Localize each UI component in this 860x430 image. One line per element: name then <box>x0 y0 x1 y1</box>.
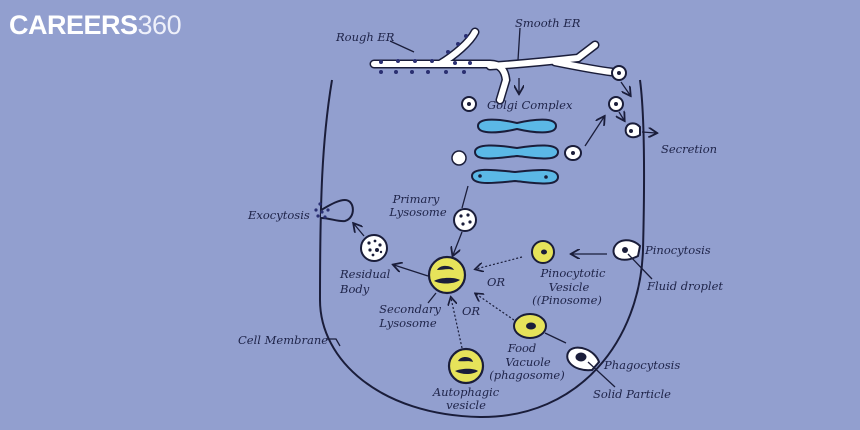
cell-membrane-pointer <box>326 338 341 347</box>
secondary-to-residual-arrow <box>394 265 429 277</box>
label-residual-body-line2: Body <box>340 282 370 296</box>
pinocytosis-invagination <box>612 239 642 261</box>
arrow-golgi-to-secretory <box>584 117 604 147</box>
secretory-vesicle <box>608 96 624 112</box>
golgi-to-primary-line <box>461 185 469 209</box>
label-pinocytotic-line3: ((Pinosome) <box>532 293 602 307</box>
label-or-lower: OR <box>462 304 481 318</box>
residual-body <box>360 234 388 262</box>
logo-brand-number: 360 <box>137 10 182 40</box>
label-cell-membrane: Cell Membrane <box>238 333 329 347</box>
label-autophagic-line1: Autophagic <box>432 385 500 399</box>
cell-membrane <box>318 79 645 419</box>
exocytosis-bulge <box>320 198 354 223</box>
golgi-dot <box>544 175 548 179</box>
autophagic-to-secondary-arrow <box>451 298 463 349</box>
arrow-to-membrane <box>619 112 624 120</box>
label-golgi-complex: Golgi Complex <box>487 98 573 112</box>
label-solid-particle: Solid Particle <box>593 387 671 401</box>
secretion-arrow <box>641 132 656 133</box>
logo-brand-text: CAREERS <box>9 10 138 40</box>
label-secretion: Secretion <box>661 142 718 156</box>
secretion-vesicle <box>624 122 641 139</box>
er-vesicle-right <box>611 65 627 81</box>
golgi-dot <box>478 174 482 178</box>
er-vesicle-left <box>461 96 477 112</box>
secondary-pointer <box>427 292 437 304</box>
careers360-logo: CAREERS360 <box>9 10 182 41</box>
food-vacuole-to-secondary-arrow <box>476 294 515 321</box>
food-vacuole <box>513 313 547 339</box>
phagocytosis-invagination <box>566 346 601 372</box>
exocytosis-particles <box>314 202 330 219</box>
golgi-vesicle-empty <box>451 150 467 166</box>
label-primary-lysosome-line2: Lysosome <box>389 205 447 219</box>
label-secondary-lysosome-line1: Secondary <box>379 302 441 316</box>
food-vacuole-link <box>544 332 567 344</box>
label-residual-body-line1: Residual <box>340 267 391 281</box>
solid-particle-pointer <box>587 361 616 388</box>
label-or-upper: OR <box>487 275 506 289</box>
primary-lysosome <box>453 208 477 232</box>
label-secondary-lysosome-line2: Lysosome <box>379 316 437 330</box>
pinocytotic-vesicle <box>531 240 555 264</box>
smooth-er-pointer <box>517 27 521 61</box>
label-fluid-droplet: Fluid droplet <box>647 279 724 293</box>
endoplasmic-reticulum <box>369 27 617 105</box>
autophagic-vesicle <box>447 347 485 385</box>
label-rough-er: Rough ER <box>336 30 395 44</box>
golgi-complex <box>470 118 560 185</box>
arrow-to-secretory <box>620 81 630 95</box>
primary-to-secondary-arrow <box>453 231 463 255</box>
label-primary-lysosome-line1: Primary <box>392 192 440 206</box>
residual-to-exocytosis-arrow <box>354 224 365 237</box>
pinocytotic-to-secondary-arrow <box>476 256 523 269</box>
rough-er-pointer <box>389 40 415 53</box>
label-smooth-er: Smooth ER <box>515 16 581 30</box>
label-autophagic-line2: vesicle <box>446 398 486 412</box>
label-exocytosis: Exocytosis <box>248 208 310 222</box>
golgi-vesicle-right <box>564 145 582 161</box>
label-pinocytotic-line2: Vesicle <box>548 280 590 294</box>
fluid-droplet-pointer <box>627 253 653 280</box>
label-pinocytosis: Pinocytosis <box>645 243 711 257</box>
label-food-vacuole-line1: Food <box>507 341 537 355</box>
label-food-vacuole-line3: (phagosome) <box>489 368 565 382</box>
secondary-lysosome <box>427 255 467 295</box>
label-food-vacuole-line2: Vacuole <box>505 355 551 369</box>
label-phagocytosis: Phagocytosis <box>604 358 681 372</box>
label-pinocytotic-line1: Pinocytotic <box>540 266 606 280</box>
